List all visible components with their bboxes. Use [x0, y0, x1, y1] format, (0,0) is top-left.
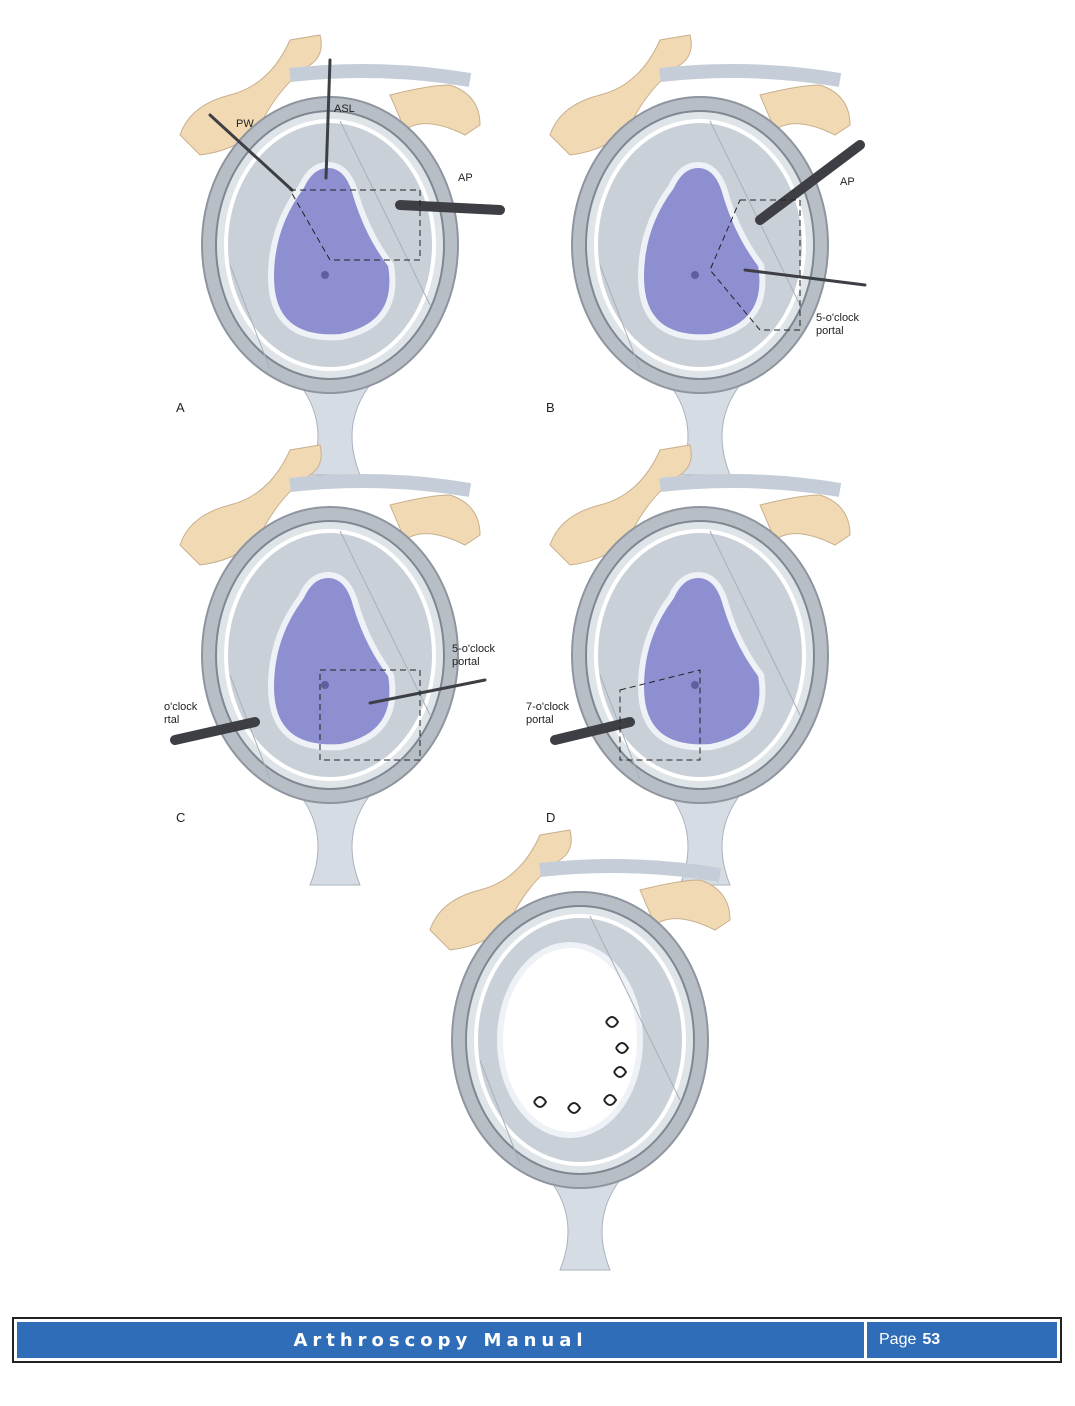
suture-anchor	[605, 1016, 620, 1028]
footer-title: Arthroscopy Manual	[17, 1322, 864, 1358]
7-oclock-portal-cannula	[170, 717, 260, 745]
5-oclock-portal-instrument	[368, 678, 487, 705]
label-portal: portal	[452, 656, 480, 668]
dashed-outline	[289, 189, 421, 261]
figure-b	[549, 34, 851, 476]
panel-letter-c: C	[176, 810, 186, 825]
ap-cannula-instrument	[395, 200, 505, 215]
dashed-outline	[709, 199, 801, 331]
label-asl: ASL	[334, 103, 355, 115]
label-5-oclock: 5-o'clock	[816, 312, 860, 324]
pw-cannula-instrument	[208, 113, 294, 192]
glenoid	[267, 571, 396, 751]
glenoid-open	[497, 942, 643, 1138]
label-portal: portal	[816, 325, 844, 337]
asl-cannula-instrument	[324, 58, 332, 180]
label-pw: PW	[236, 118, 254, 130]
ap-cannula-instrument	[755, 140, 865, 225]
page-number-value: 53	[922, 1331, 941, 1348]
label-ap: AP	[840, 176, 855, 188]
label-7-oclock-cropped: o'clock	[164, 701, 198, 713]
glenoid	[267, 161, 396, 341]
coracoacromial-ligament	[659, 64, 842, 87]
suture-anchor	[615, 1042, 630, 1054]
figure-a	[179, 34, 481, 476]
scapular-neck	[299, 794, 371, 886]
coracoid-bone	[389, 494, 481, 546]
figure-e	[429, 829, 731, 1271]
coracoacromial-ligament	[289, 474, 472, 497]
5-oclock-portal-instrument	[743, 268, 867, 287]
coracoid-bone	[759, 494, 851, 546]
suture-anchor	[533, 1096, 548, 1108]
label-portal: portal	[526, 714, 554, 726]
scapular-neck	[549, 1179, 621, 1271]
label-5-oclock: 5-o'clock	[452, 643, 496, 655]
coracoid-bone	[389, 84, 481, 136]
coracoacromial-ligament	[539, 859, 722, 882]
page-number: Page 53	[867, 1322, 1057, 1358]
panel-letter-d: D	[546, 810, 556, 825]
page-footer: Arthroscopy Manual Page 53	[12, 1317, 1062, 1363]
panel-letter-b: B	[546, 400, 555, 415]
glenoid	[637, 571, 766, 751]
label-7-oclock: 7-o'clock	[526, 701, 570, 713]
panel-letter-a: A	[176, 400, 185, 415]
figure-d	[549, 444, 851, 886]
label-ap: AP	[458, 172, 473, 184]
dashed-outline	[619, 669, 701, 761]
shoulder-arthroscopy-illustrations	[170, 34, 867, 1271]
label-portal-cropped: rtal	[164, 714, 180, 726]
coracoacromial-ligament	[659, 474, 842, 497]
scapular-neck	[669, 794, 741, 886]
dashed-outline	[319, 669, 421, 761]
figure-c	[179, 444, 481, 886]
suture-anchor	[613, 1066, 628, 1078]
suture-anchor	[603, 1094, 618, 1106]
suture-anchor	[567, 1102, 582, 1114]
coracoid-bone	[639, 879, 731, 931]
coracoacromial-ligament	[289, 64, 472, 87]
coracoid-bone	[759, 84, 851, 136]
glenoid	[637, 161, 766, 341]
page-label: Page	[879, 1331, 917, 1348]
7-oclock-portal-cannula	[550, 717, 635, 745]
